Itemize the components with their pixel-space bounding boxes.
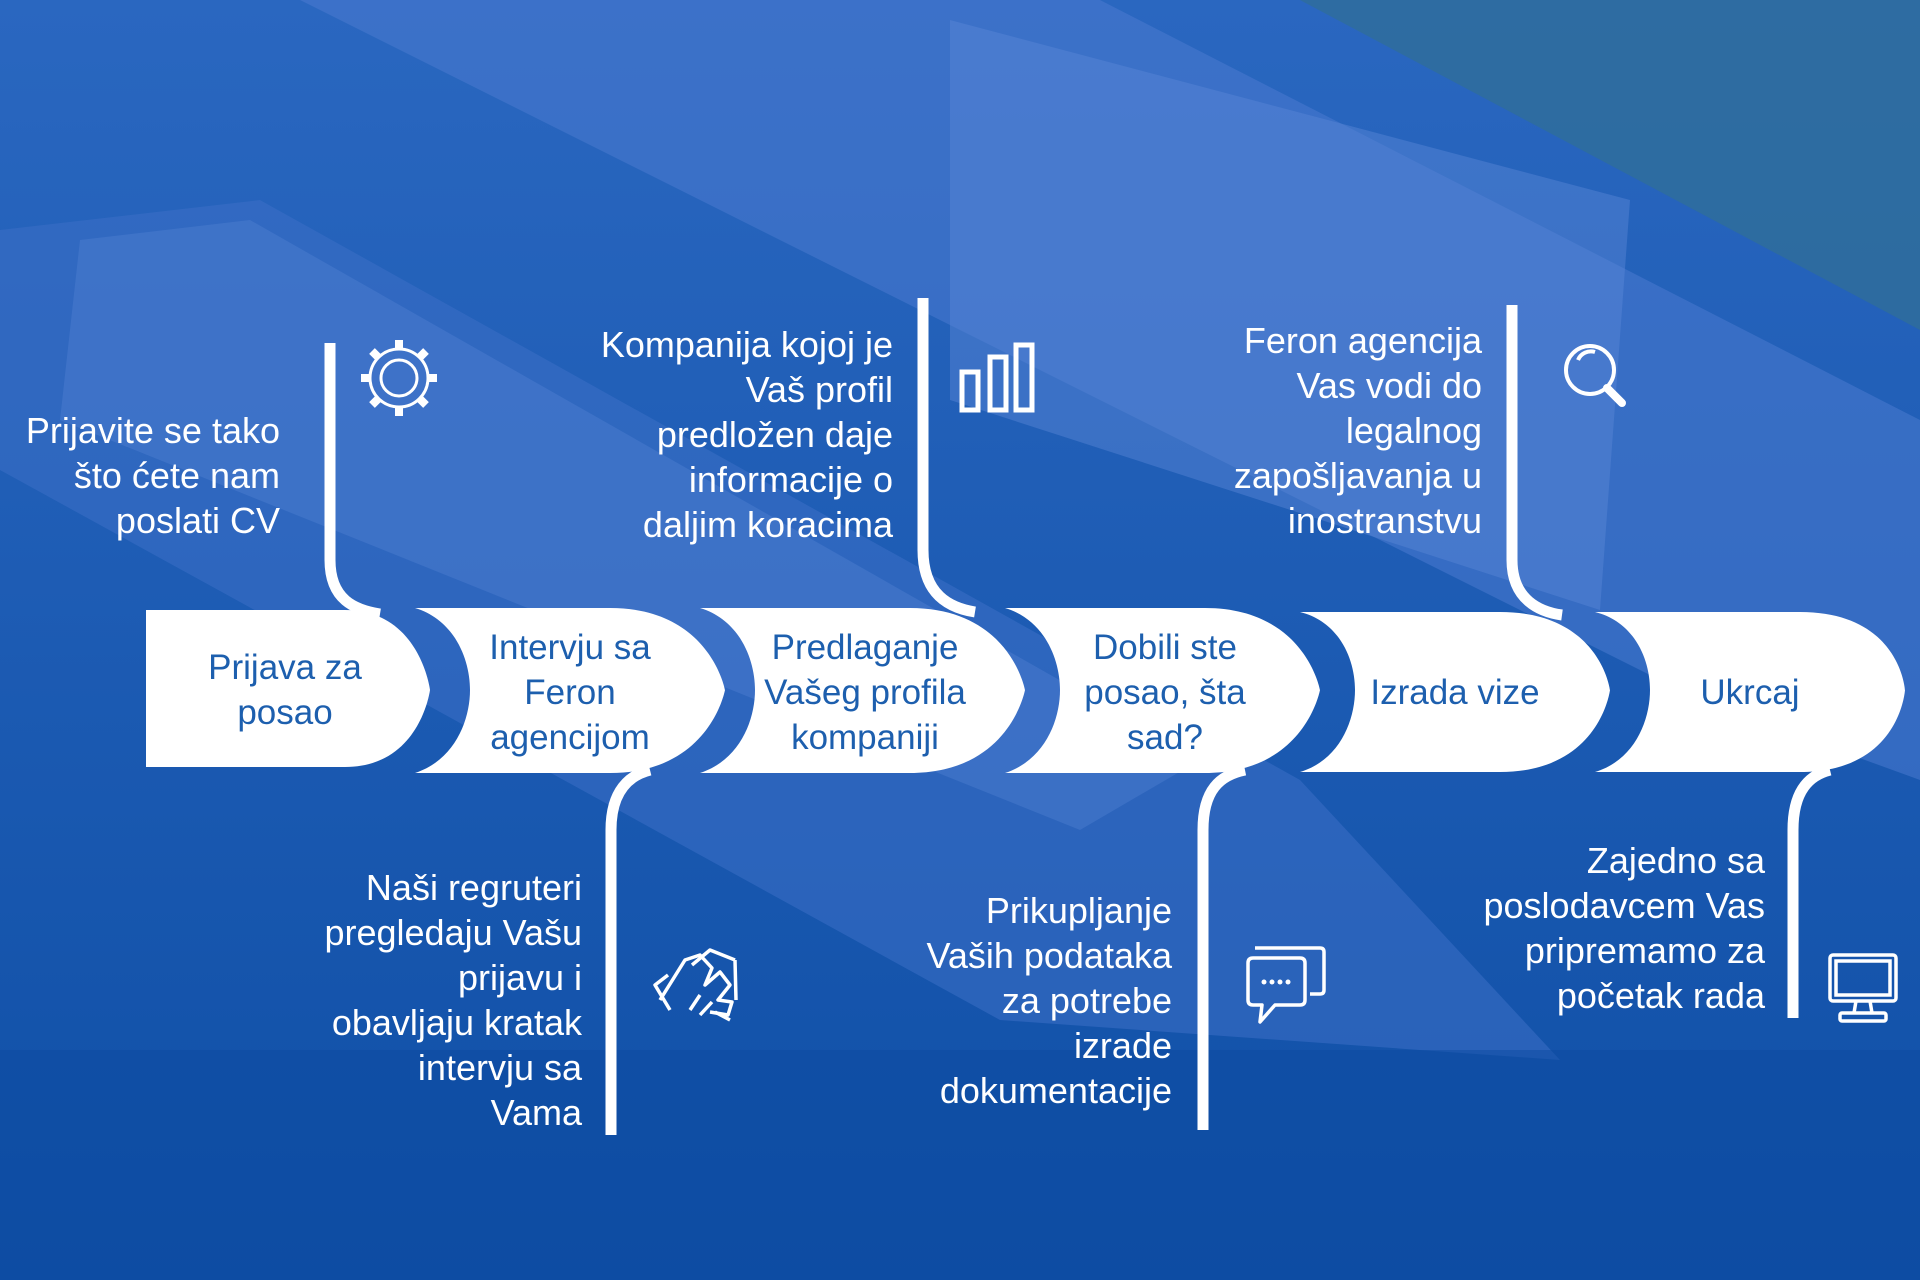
connector-line-5 [1506, 305, 1563, 621]
step-shape-2 [415, 608, 725, 773]
step-label-6: Ukrcaj [1700, 673, 1800, 712]
connector-line-3 [917, 298, 976, 618]
step-description-3: Kompanija kojoj je Vaš profil predložen … [600, 324, 893, 545]
connector-line-1 [324, 343, 381, 620]
connector-line-4 [1197, 764, 1247, 1130]
handshake-icon [653, 948, 738, 1022]
connector-line-6 [1787, 764, 1832, 1018]
bar-chart-icon [959, 342, 1035, 413]
step-label-5: Izrada vize [1370, 673, 1540, 712]
connector-line-2 [605, 764, 652, 1135]
step-label-1: Prijava za posao [208, 648, 362, 732]
magnifier-icon [1564, 344, 1626, 407]
step-shape-1 [146, 610, 430, 767]
step-description-4: Prikupljanje Vaših podataka za potrebe i… [926, 890, 1172, 1111]
step-description-2: Naši regruteri pregledaju Vašu prijavu i… [324, 867, 582, 1133]
step-shape-3 [700, 608, 1025, 773]
step-label-3: Predlaganje Vašeg profila kompaniji [764, 627, 966, 757]
step-description-5: Feron agencija Vas vodi do legalnog zapo… [1233, 320, 1482, 541]
chat-bubbles-icon [1246, 946, 1326, 1024]
step-description-6: Zajedno sa poslodavcem Vas pripremamo za… [1483, 840, 1765, 1016]
gear-icon [361, 340, 437, 416]
step-shape-4 [1005, 608, 1320, 773]
step-label-2: Intervju sa Feron agencijom [489, 627, 651, 757]
step-label-4: Dobili ste posao, šta sad? [1084, 627, 1246, 757]
step-shape-5 [1300, 612, 1610, 772]
step-description-1: Prijavite se tako što ćete nam poslati C… [25, 410, 280, 541]
monitor-icon [1828, 953, 1898, 1023]
step-shape-6 [1595, 612, 1905, 772]
